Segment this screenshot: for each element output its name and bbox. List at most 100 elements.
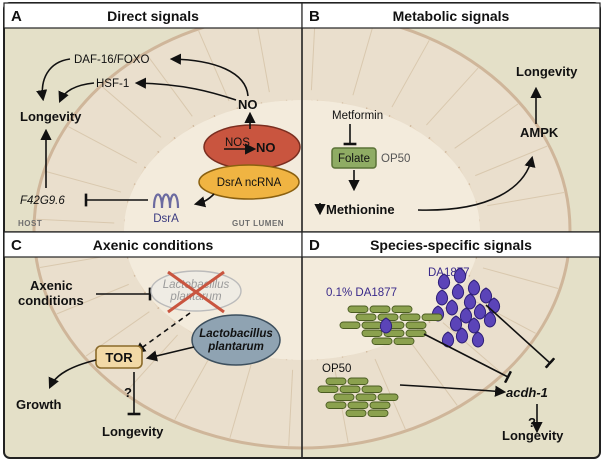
panel-c-title: Axenic conditions xyxy=(93,237,214,253)
da1877-cell xyxy=(467,317,481,334)
inhibit-da1877-acdh1 xyxy=(485,304,556,369)
cell-boundary xyxy=(475,145,548,177)
cell-boundary xyxy=(411,343,458,406)
arrow-ncrna-to-dsra xyxy=(193,193,215,208)
panel-c: Axenic conditions Lactobacillus plantaru… xyxy=(16,270,281,439)
da1877-cell xyxy=(463,293,477,310)
op50-rod xyxy=(393,337,415,345)
op50-rod xyxy=(339,385,361,393)
gut-lumen-label: GUT LUMEN xyxy=(232,219,284,228)
da1877-cell xyxy=(471,331,485,348)
lacto-label-1: Lactobacillus xyxy=(199,328,273,340)
nos-bacterium xyxy=(203,124,301,170)
ampk-label: AMPK xyxy=(520,125,559,140)
cell-boundary xyxy=(466,296,536,334)
op50-rod xyxy=(369,305,391,313)
methionine-label: Methionine xyxy=(326,202,395,217)
op50-rod xyxy=(405,321,427,329)
op50-rod xyxy=(347,305,369,313)
arrow-lacto-to-tor xyxy=(145,346,195,362)
cell-boundary xyxy=(229,364,252,439)
op50-rod xyxy=(317,385,339,393)
cell-boundary xyxy=(36,218,115,224)
arrow-daf16-to-longevity xyxy=(36,58,71,102)
nos-label: NOS xyxy=(225,137,250,149)
panel-a-letter: A xyxy=(11,8,22,25)
da1877-cell xyxy=(473,303,487,320)
dsra-ncrna-label: DsrA ncRNA xyxy=(217,177,282,189)
cell-boundary xyxy=(288,369,294,446)
op50-rod xyxy=(347,377,369,385)
dsra-rna-icon xyxy=(152,193,180,209)
metformin-label: Metformin xyxy=(332,110,383,122)
arrow-op50-to-acdh1 xyxy=(399,384,507,397)
op50-rod xyxy=(367,409,389,417)
no-label: NO xyxy=(238,97,258,112)
longevity-b-label: Longevity xyxy=(516,64,578,79)
acdh1-label: acdh-1 xyxy=(506,385,548,400)
da1877-cell xyxy=(479,287,493,304)
cell-boundary xyxy=(56,283,129,315)
op50-rod xyxy=(347,401,369,409)
da1877-cell xyxy=(451,283,465,300)
op50-rod xyxy=(361,329,383,337)
folate-label: Folate xyxy=(338,153,370,165)
op50-rod xyxy=(421,313,443,321)
f42g96-label: F42G9.6 xyxy=(20,195,65,207)
panel-b-letter: B xyxy=(309,8,320,25)
hsf1-label: HSF-1 xyxy=(96,78,129,90)
cell-boundary xyxy=(426,67,479,126)
panel-c-letter: C xyxy=(11,237,22,254)
host-label: HOST xyxy=(18,219,42,228)
op50-rod xyxy=(361,321,383,329)
da1877-cell xyxy=(449,315,463,332)
op50-rod xyxy=(325,401,347,409)
lacto-bacterium xyxy=(191,314,281,366)
inhibit-mix-acdh1 xyxy=(423,333,513,384)
cell-boundary xyxy=(442,322,502,374)
cell-boundary xyxy=(487,192,565,207)
no-cell-label: NO xyxy=(256,140,276,155)
op50-rod xyxy=(371,337,393,345)
growth-label: Growth xyxy=(16,397,62,412)
cell-boundary xyxy=(198,30,230,102)
cell-boundary xyxy=(45,170,122,193)
longevity-a-label: Longevity xyxy=(20,109,82,124)
da1877-cell xyxy=(453,267,467,284)
dsra-ncrna-bacterium xyxy=(198,164,300,200)
op50-d-label: OP50 xyxy=(322,363,351,375)
da1877-cell xyxy=(435,289,449,306)
op50-rod xyxy=(325,377,347,385)
panel-d-title: Species-specific signals xyxy=(370,237,532,253)
cell-boundary xyxy=(255,17,270,93)
da1877-cell xyxy=(467,279,481,296)
op50-rod xyxy=(369,401,391,409)
op50-rod xyxy=(355,313,377,321)
dsra-label: DsrA xyxy=(153,213,179,225)
panel-a-header xyxy=(3,2,303,29)
arrow-no-to-hsf1 xyxy=(134,77,237,101)
da1877-cell xyxy=(379,317,393,334)
panel-a: DAF-16/FOXO HSF-1 Longevity NO NOS NO Ds… xyxy=(18,53,301,228)
op50-rod xyxy=(355,393,377,401)
da1877-cell xyxy=(483,311,497,328)
longevity-d-label: Longevity xyxy=(502,428,564,443)
panel-a-title: Direct signals xyxy=(107,8,199,24)
arrow-no-to-daf16 xyxy=(169,53,249,97)
tor-box xyxy=(95,345,143,369)
cross-out-mark xyxy=(167,270,225,314)
op50-rod xyxy=(339,321,361,329)
panel-d: DA1877 0.1% DA1877 OP50 acdh-1 ? Longevi… xyxy=(317,267,564,443)
cell-boundary xyxy=(102,86,162,138)
op50-low-da1877-cluster xyxy=(339,305,443,345)
cell-boundary xyxy=(174,352,213,420)
cell-boundary xyxy=(352,21,375,96)
dashed-arrow-to-tor xyxy=(134,312,191,354)
daf16-label: DAF-16/FOXO xyxy=(74,54,149,66)
da1877-cell xyxy=(445,299,459,316)
cell-boundary xyxy=(454,103,519,149)
axenic-label-line2: conditions xyxy=(18,293,84,308)
panel-d-header xyxy=(301,231,601,258)
op50-b-label: OP50 xyxy=(381,153,410,165)
